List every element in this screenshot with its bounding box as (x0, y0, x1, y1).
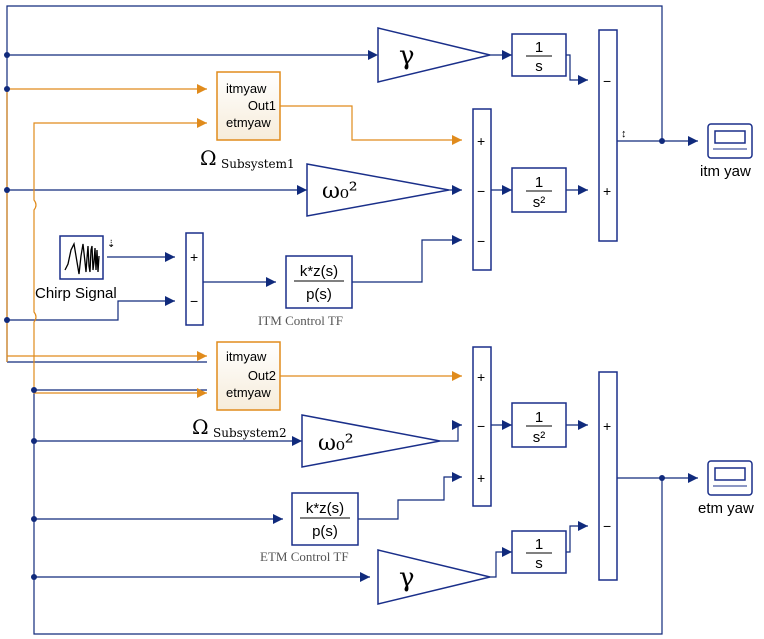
svg-text:−: − (477, 183, 485, 199)
subsystem1-label: Subsystem1 (221, 157, 295, 171)
etm-yaw-label: etm yaw (698, 500, 754, 517)
svg-text:+: + (477, 133, 485, 149)
gamma-top-text: γ (399, 41, 415, 71)
svg-text:+: + (603, 183, 611, 199)
scope-etm-yaw[interactable] (707, 460, 753, 496)
subsystem2-out: Out2 (248, 368, 276, 383)
scope-itm-yaw[interactable] (707, 123, 753, 159)
subsystem1-in1: itmyaw (226, 81, 267, 96)
etm-control-tf[interactable]: k*z(s) p(s) (291, 492, 359, 546)
etm-tf-den: p(s) (312, 523, 338, 540)
svg-text:+: + (603, 418, 611, 434)
integrator-bottom-num: 1 (535, 536, 543, 553)
gain-gamma-top[interactable]: γ (377, 27, 491, 83)
gain-gamma-bottom[interactable]: γ (377, 549, 491, 605)
chirp-port-marker: ⇣ (107, 239, 115, 250)
subsystem-wires (6, 88, 462, 394)
integrator-bottom-den: s (535, 555, 543, 572)
sum-chirp[interactable]: + − (185, 232, 204, 326)
gamma-bottom-text: γ (399, 563, 415, 593)
omega-bottom-text: ω₀² (318, 431, 354, 456)
integrator-top-num: 1 (535, 39, 543, 56)
subsystem2-omega: Ω (192, 415, 209, 439)
itm-yaw-label: itm yaw (700, 163, 751, 180)
subsystem1-omega: Ω (200, 146, 217, 170)
omega-top-text: ω₀² (322, 179, 358, 204)
svg-text:+: + (477, 369, 485, 385)
integrator-top[interactable]: 1 s (511, 33, 567, 77)
svg-text:−: − (477, 233, 485, 249)
port-marker: ↕ (621, 128, 627, 140)
double-integrator-bottom-den: s² (533, 429, 546, 446)
double-integrator-bottom-num: 1 (535, 409, 543, 426)
etm-tf-label: ETM Control TF (260, 549, 349, 564)
subsystem2-in1: itmyaw (226, 349, 267, 364)
subsystem1-in2: etmyaw (226, 115, 271, 130)
double-integrator-bottom[interactable]: 1 s² (511, 402, 567, 448)
svg-text:+: + (190, 249, 198, 265)
svg-text:−: − (477, 418, 485, 434)
sum-etm-right[interactable]: + − (598, 371, 618, 581)
chirp-signal-block[interactable]: ⇣ (59, 235, 115, 280)
subsystem2-in2: etmyaw (226, 385, 271, 400)
svg-text:−: − (190, 293, 198, 309)
integrator-top-den: s (535, 58, 543, 75)
subsystem1-block[interactable]: itmyaw Out1 etmyaw (216, 71, 281, 141)
subsystem2-label: Subsystem2 (213, 426, 287, 440)
subsystem2-block[interactable]: itmyaw Out2 etmyaw (216, 341, 281, 411)
chirp-label: Chirp Signal (35, 285, 117, 302)
subsystem1-out: Out1 (248, 98, 276, 113)
arrowheads (165, 50, 698, 582)
itm-tf-label: ITM Control TF (258, 313, 343, 328)
svg-text:−: − (603, 518, 611, 534)
gain-omega-bottom[interactable]: ω₀² (301, 414, 441, 468)
etm-tf-num: k*z(s) (306, 500, 344, 517)
integrator-bottom[interactable]: 1 s (511, 530, 567, 574)
sum-itm-middle[interactable]: + − − (472, 108, 492, 271)
svg-text:+: + (477, 470, 485, 486)
double-integrator-top-den: s² (533, 194, 546, 211)
itm-tf-den: p(s) (306, 286, 332, 303)
junction-dots (4, 52, 665, 580)
sum-itm-right[interactable]: − + (598, 29, 618, 242)
chirp-wave-icon (64, 241, 100, 275)
sum-etm-middle[interactable]: + − + (472, 346, 492, 507)
svg-text:−: − (603, 73, 611, 89)
itm-tf-num: k*z(s) (300, 263, 338, 280)
itm-control-tf[interactable]: k*z(s) p(s) (285, 255, 353, 309)
gain-omega-top[interactable]: ω₀² (306, 163, 450, 217)
double-integrator-top[interactable]: 1 s² (511, 167, 567, 213)
double-integrator-top-num: 1 (535, 174, 543, 191)
